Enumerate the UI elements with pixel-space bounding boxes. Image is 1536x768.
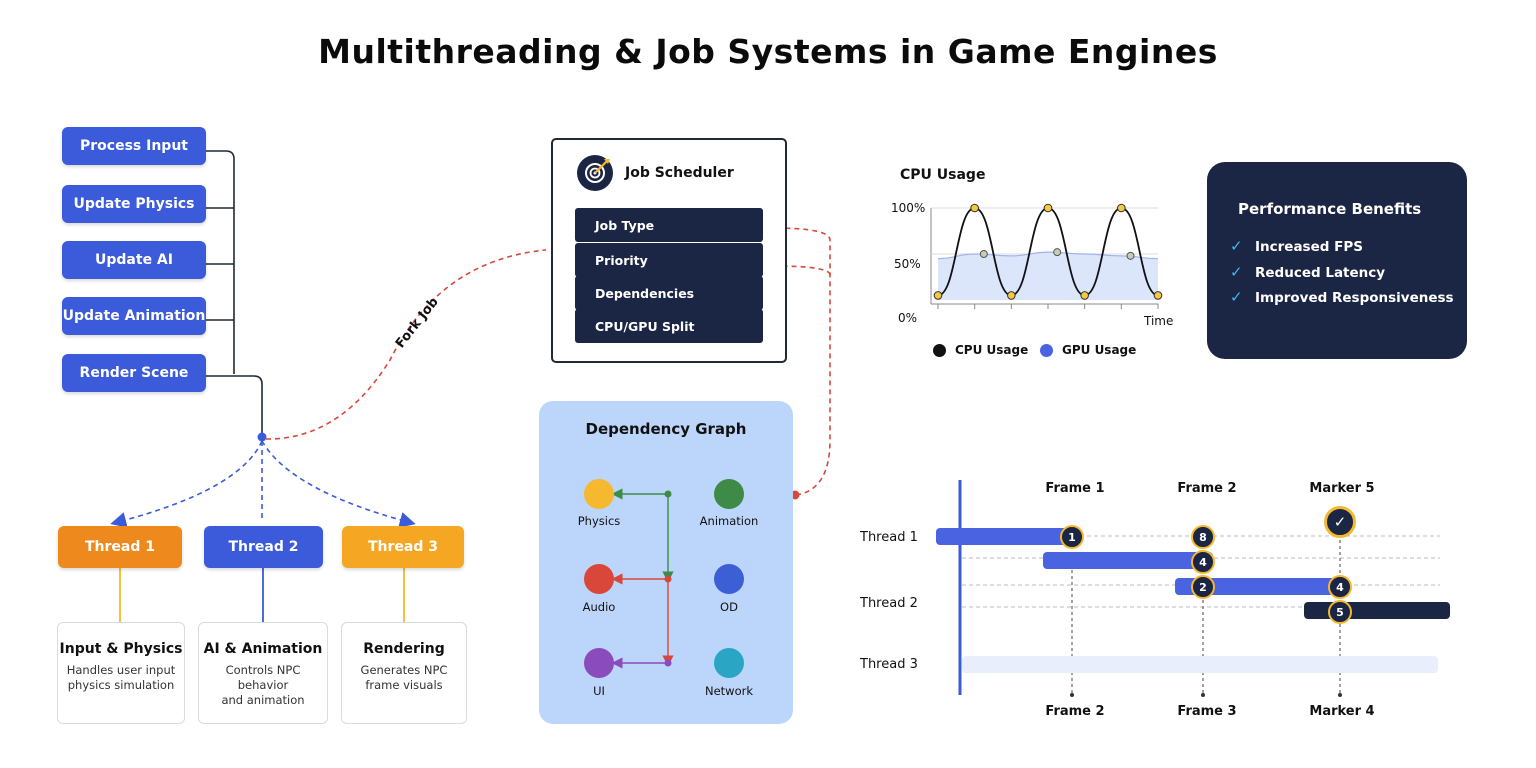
- check-icon: ✓: [1230, 263, 1243, 281]
- scheduler-row-job-type[interactable]: Job Type: [575, 208, 763, 242]
- timeline-bar-thread-3[interactable]: [962, 656, 1438, 673]
- step-update-animation[interactable]: Update Animation: [62, 297, 206, 335]
- timeline-bar[interactable]: [1175, 578, 1345, 595]
- timeline-bar[interactable]: [1304, 602, 1450, 619]
- y-tick-50: 50%: [894, 257, 921, 271]
- dependency-edges: [611, 488, 674, 669]
- card-title: Input & Physics: [59, 641, 183, 657]
- step-render-scene[interactable]: Render Scene: [62, 354, 206, 392]
- card-title: AI & Animation: [203, 641, 323, 657]
- cpu-data-point: [970, 203, 979, 213]
- scheduler-row-priority[interactable]: Priority: [575, 243, 763, 277]
- scheduler-row-cpu-gpu-split[interactable]: CPU/GPU Split: [575, 309, 763, 343]
- gpu-area: [938, 252, 1158, 300]
- check-icon: ✓: [1230, 237, 1243, 255]
- y-tick-100: 100%: [891, 201, 926, 215]
- check-marker-icon[interactable]: ✓: [1324, 506, 1356, 538]
- performance-title: Performance Benefits: [1238, 200, 1422, 218]
- scheduler-row-dependencies[interactable]: Dependencies: [575, 276, 763, 310]
- thread-1-box[interactable]: Thread 1: [58, 526, 182, 568]
- timeline-thread-2-label: Thread 2: [860, 596, 918, 611]
- check-icon: ✓: [1230, 288, 1243, 306]
- job-scheduler-panel: Job Scheduler Job Type Priority Dependen…: [551, 138, 787, 363]
- frame-2-label: Frame 2: [1177, 481, 1237, 496]
- node-label-od: OD: [720, 600, 738, 614]
- cpu-data-point: [933, 291, 943, 300]
- timeline-marker[interactable]: 5: [1328, 600, 1352, 624]
- node-animation[interactable]: [714, 479, 744, 509]
- x-axis-label: Time: [1144, 314, 1174, 328]
- page-title: Multithreading & Job Systems in Game Eng…: [318, 32, 1218, 71]
- cpu-data-point: [1153, 291, 1163, 300]
- timeline-bar[interactable]: [936, 528, 1076, 545]
- node-label-physics: Physics: [577, 514, 621, 528]
- node-physics[interactable]: [584, 479, 614, 509]
- cpu-data-point: [1007, 291, 1016, 300]
- marker-4-bottom-label: Marker 4: [1309, 704, 1375, 719]
- marker-5-label: Marker 5: [1309, 481, 1375, 496]
- cpu-usage-chart: [930, 203, 1163, 309]
- timeline-marker[interactable]: 1: [1060, 525, 1084, 549]
- legend-cpu-dot: [933, 344, 946, 357]
- thread-3-box[interactable]: Thread 3: [342, 526, 464, 568]
- gpu-usage-line: [937, 251, 1159, 260]
- node-od[interactable]: [714, 564, 744, 594]
- benefit-increased-fps: Increased FPS: [1255, 239, 1363, 255]
- cpu-data-point: [1043, 203, 1053, 213]
- legend-gpu-label: GPU Usage: [1062, 343, 1137, 357]
- card-title: Rendering: [363, 641, 445, 657]
- node-ui[interactable]: [584, 648, 614, 678]
- legend-gpu-dot: [1040, 344, 1053, 357]
- gpu-data-point: [1053, 248, 1062, 257]
- node-label-audio: Audio: [582, 600, 616, 614]
- gpu-data-point: [979, 250, 988, 258]
- performance-benefits-panel: Performance Benefits ✓ Increased FPS ✓ R…: [1207, 162, 1467, 359]
- timeline-bar[interactable]: [1043, 552, 1213, 569]
- gpu-data-point: [1126, 251, 1135, 260]
- frame-3-bottom-label: Frame 3: [1177, 704, 1237, 719]
- benefit-reduced-latency: Reduced Latency: [1255, 265, 1386, 281]
- timeline-marker[interactable]: 2: [1191, 575, 1215, 599]
- thread-2-box[interactable]: Thread 2: [204, 526, 323, 568]
- cpu-data-point: [1080, 291, 1089, 300]
- timeline-marker[interactable]: 4: [1191, 550, 1215, 574]
- target-icon: [577, 155, 613, 191]
- timeline-thread-3-label: Thread 3: [860, 657, 918, 672]
- legend-cpu-label: CPU Usage: [955, 343, 1029, 357]
- node-label-animation: Animation: [699, 514, 759, 528]
- frame-1-label: Frame 1: [1045, 481, 1105, 496]
- chart-title: CPU Usage: [900, 167, 986, 183]
- node-label-ui: UI: [593, 684, 605, 698]
- node-network[interactable]: [714, 648, 744, 678]
- dependency-graph-title: Dependency Graph: [585, 420, 747, 438]
- step-process-input[interactable]: Process Input: [62, 127, 206, 165]
- cpu-data-point: [1117, 203, 1126, 213]
- timeline-marker[interactable]: 4: [1328, 575, 1352, 599]
- dependency-graph-panel: Dependency Graph Physics Animation Audio…: [539, 401, 793, 724]
- timeline-marker[interactable]: 8: [1191, 525, 1215, 549]
- step-update-physics[interactable]: Update Physics: [62, 185, 206, 223]
- scheduler-title: Job Scheduler: [625, 165, 734, 181]
- benefit-improved-responsiveness: Improved Responsiveness: [1255, 290, 1454, 306]
- timeline-thread-1-label: Thread 1: [860, 530, 918, 545]
- y-tick-0: 0%: [898, 311, 918, 325]
- node-audio[interactable]: [584, 564, 614, 594]
- frame-2-bottom-label: Frame 2: [1045, 704, 1105, 719]
- node-label-network: Network: [704, 684, 754, 698]
- step-update-ai[interactable]: Update AI: [62, 241, 206, 279]
